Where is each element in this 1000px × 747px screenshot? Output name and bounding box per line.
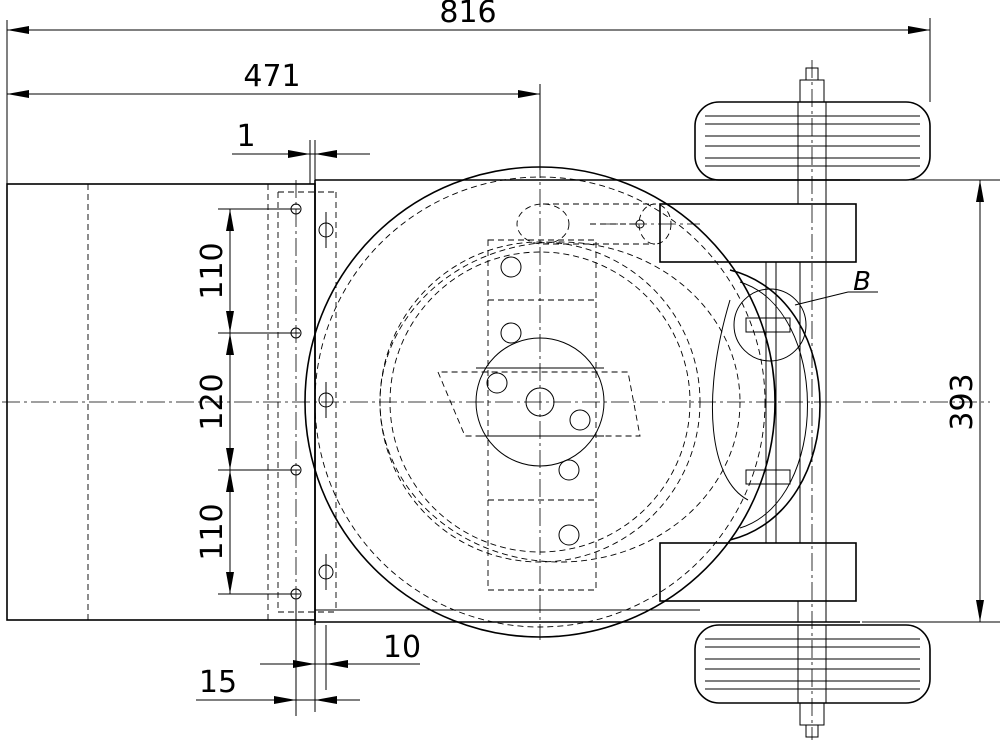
dimension-label-left-margin: 15: [199, 665, 237, 700]
dimension-1: 1: [232, 119, 370, 184]
dimension-label-front-to-axis: 471: [243, 59, 300, 94]
wheel-top: [694, 67, 931, 181]
chute-body: [6, 180, 337, 625]
detail-label-b: B: [853, 267, 871, 297]
center-lines: [2, 60, 990, 740]
dimension-816: 816: [6, 0, 931, 184]
dimension-hole-spacing: 110 120 110: [195, 208, 300, 595]
motor-bolts: [486, 256, 591, 546]
blade: [437, 239, 641, 591]
dimension-label-offset: 1: [236, 119, 255, 154]
dimension-393: 393: [862, 179, 1000, 623]
dimension-471: 471: [7, 59, 541, 170]
axle-frame: [659, 180, 857, 622]
dimension-label-plate-thickness: 10: [383, 630, 421, 665]
dimension-10: 10: [260, 625, 421, 712]
dimension-label-overall-length: 816: [439, 0, 496, 30]
wing-nuts: [318, 212, 334, 590]
dimension-label-spacing-middle: 120: [195, 373, 230, 430]
dimension-15: 15: [196, 600, 360, 716]
dimension-label-spacing-top: 110: [195, 242, 230, 299]
dimension-label-spacing-bottom: 110: [195, 503, 230, 560]
dimension-label-width: 393: [945, 373, 980, 430]
deck-plate: [315, 179, 860, 623]
detail-callout-b: B: [794, 267, 878, 306]
wheel-bottom: [694, 624, 931, 738]
